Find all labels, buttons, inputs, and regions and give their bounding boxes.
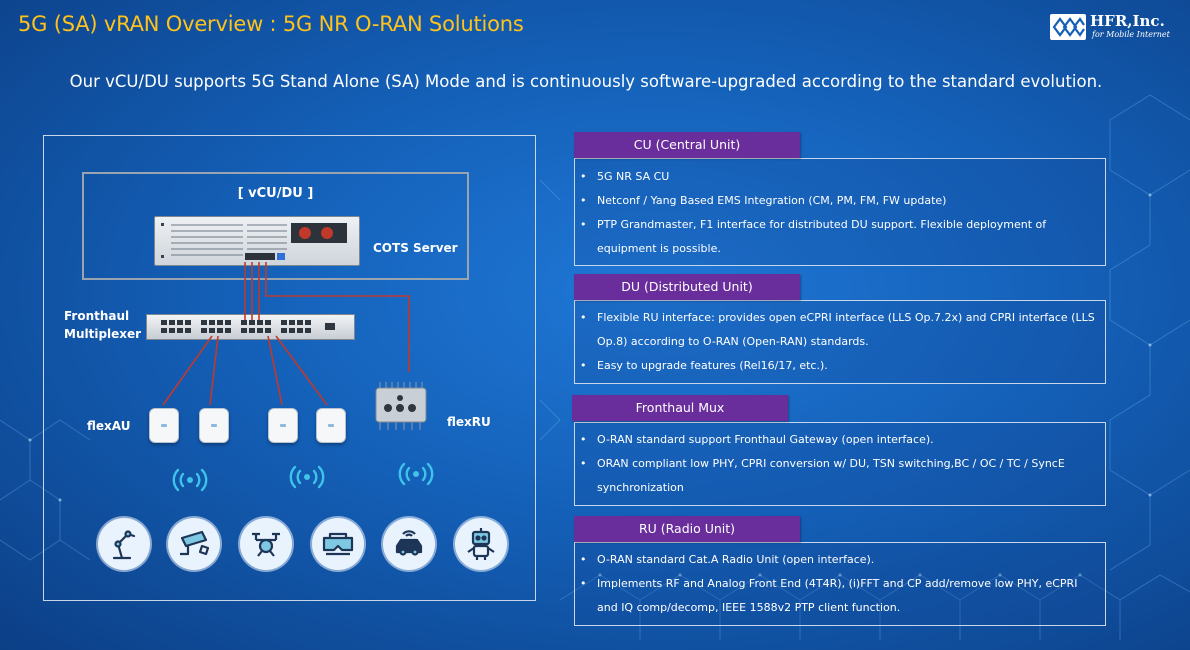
- mux-label-line1: Fronthaul: [64, 309, 130, 323]
- cots-server-label: COTS Server: [373, 241, 458, 255]
- mux-label-line2: Multiplexer: [64, 327, 142, 341]
- vcu-du-group: [ vCU/DU ]: [82, 172, 469, 280]
- company-logo: HFR,Inc. for Mobile Internet: [1050, 12, 1180, 44]
- wireless-signal-icon-3: [398, 462, 434, 486]
- vcu-du-label: [ vCU/DU ]: [237, 186, 314, 201]
- ru-item-2: Implements RF and Analog Front End (4T4R…: [580, 572, 1105, 596]
- du-section-panel: Flexible RU interface: provides open eCP…: [574, 300, 1106, 384]
- vr-headset-icon: [312, 518, 364, 570]
- cu-item-3: PTP Grandmaster, F1 interface for distri…: [580, 213, 1105, 237]
- link-mux-au1: [162, 335, 213, 406]
- ru-section-header: RU (Radio Unit): [574, 516, 800, 542]
- ru-section-panel: O-RAN standard Cat.A Radio Unit (open in…: [574, 542, 1106, 626]
- du-item-3: Easy to upgrade features (Rel16/17, etc.…: [580, 354, 1105, 378]
- mux-item-2: ORAN compliant low PHY, CPRI conversion …: [580, 452, 1105, 476]
- flexau-unit-4: [316, 408, 346, 443]
- robot-arm-icon: [98, 518, 150, 570]
- logo-name: HFR,Inc.: [1090, 12, 1165, 30]
- flexau-unit-2: [199, 408, 229, 443]
- flexru-label: flexRU: [447, 415, 491, 429]
- link-mux-au3: [267, 335, 283, 406]
- fronthaul-mux-section-header: Fronthaul Mux: [572, 395, 788, 421]
- du-item-1: Flexible RU interface: provides open eCP…: [580, 306, 1105, 330]
- wireless-signal-icon-2: [289, 465, 325, 489]
- connected-car-icon: [383, 518, 435, 570]
- cu-item-1: 5G NR SA CU: [580, 165, 1105, 189]
- page-subtitle: Our vCU/DU supports 5G Stand Alone (SA) …: [69, 72, 1103, 91]
- page-title: 5G (SA) vRAN Overview : 5G NR O-RAN Solu…: [18, 12, 524, 36]
- flexau-unit-3: [268, 408, 298, 443]
- du-item-2: Op.8) according to O-RAN (Open-RAN) stan…: [597, 335, 869, 348]
- flexau-label: flexAU: [87, 419, 131, 433]
- cu-item-3-continued: equipment is possible.: [597, 237, 1105, 261]
- fronthaul-multiplexer-image: [146, 314, 355, 340]
- architecture-diagram-frame: [43, 135, 536, 601]
- mux-item-1: O-RAN standard support Fronthaul Gateway…: [580, 428, 1105, 452]
- cu-section-header: CU (Central Unit): [574, 132, 800, 158]
- cu-section-panel: 5G NR SA CU Netconf / Yang Based EMS Int…: [574, 158, 1106, 266]
- robot-icon: [455, 518, 507, 570]
- flexru-unit-image: [372, 378, 432, 434]
- flexau-unit-1: [149, 408, 179, 443]
- wireless-signal-icon-1: [172, 468, 208, 492]
- ru-item-1: O-RAN standard Cat.A Radio Unit (open in…: [580, 548, 1105, 572]
- fronthaul-mux-section-panel: O-RAN standard support Fronthaul Gateway…: [574, 422, 1106, 506]
- cu-item-2: Netconf / Yang Based EMS Integration (CM…: [580, 189, 1105, 213]
- mux-item-3: synchronization: [597, 481, 684, 494]
- cctv-camera-icon: [168, 518, 220, 570]
- logo-tagline: for Mobile Internet: [1092, 30, 1170, 39]
- cu-item-4: equipment is possible.: [597, 242, 721, 255]
- link-mux-au2: [209, 335, 219, 406]
- cots-server-image: [154, 216, 360, 266]
- ru-item-3: and IQ comp/decomp, IEEE 1588v2 PTP clie…: [597, 601, 901, 614]
- link-server-ru: [265, 262, 410, 372]
- hfr-logo-icon: [1050, 14, 1086, 40]
- drone-icon: [240, 518, 292, 570]
- du-section-header: DU (Distributed Unit): [574, 274, 800, 300]
- link-mux-au4: [275, 335, 328, 406]
